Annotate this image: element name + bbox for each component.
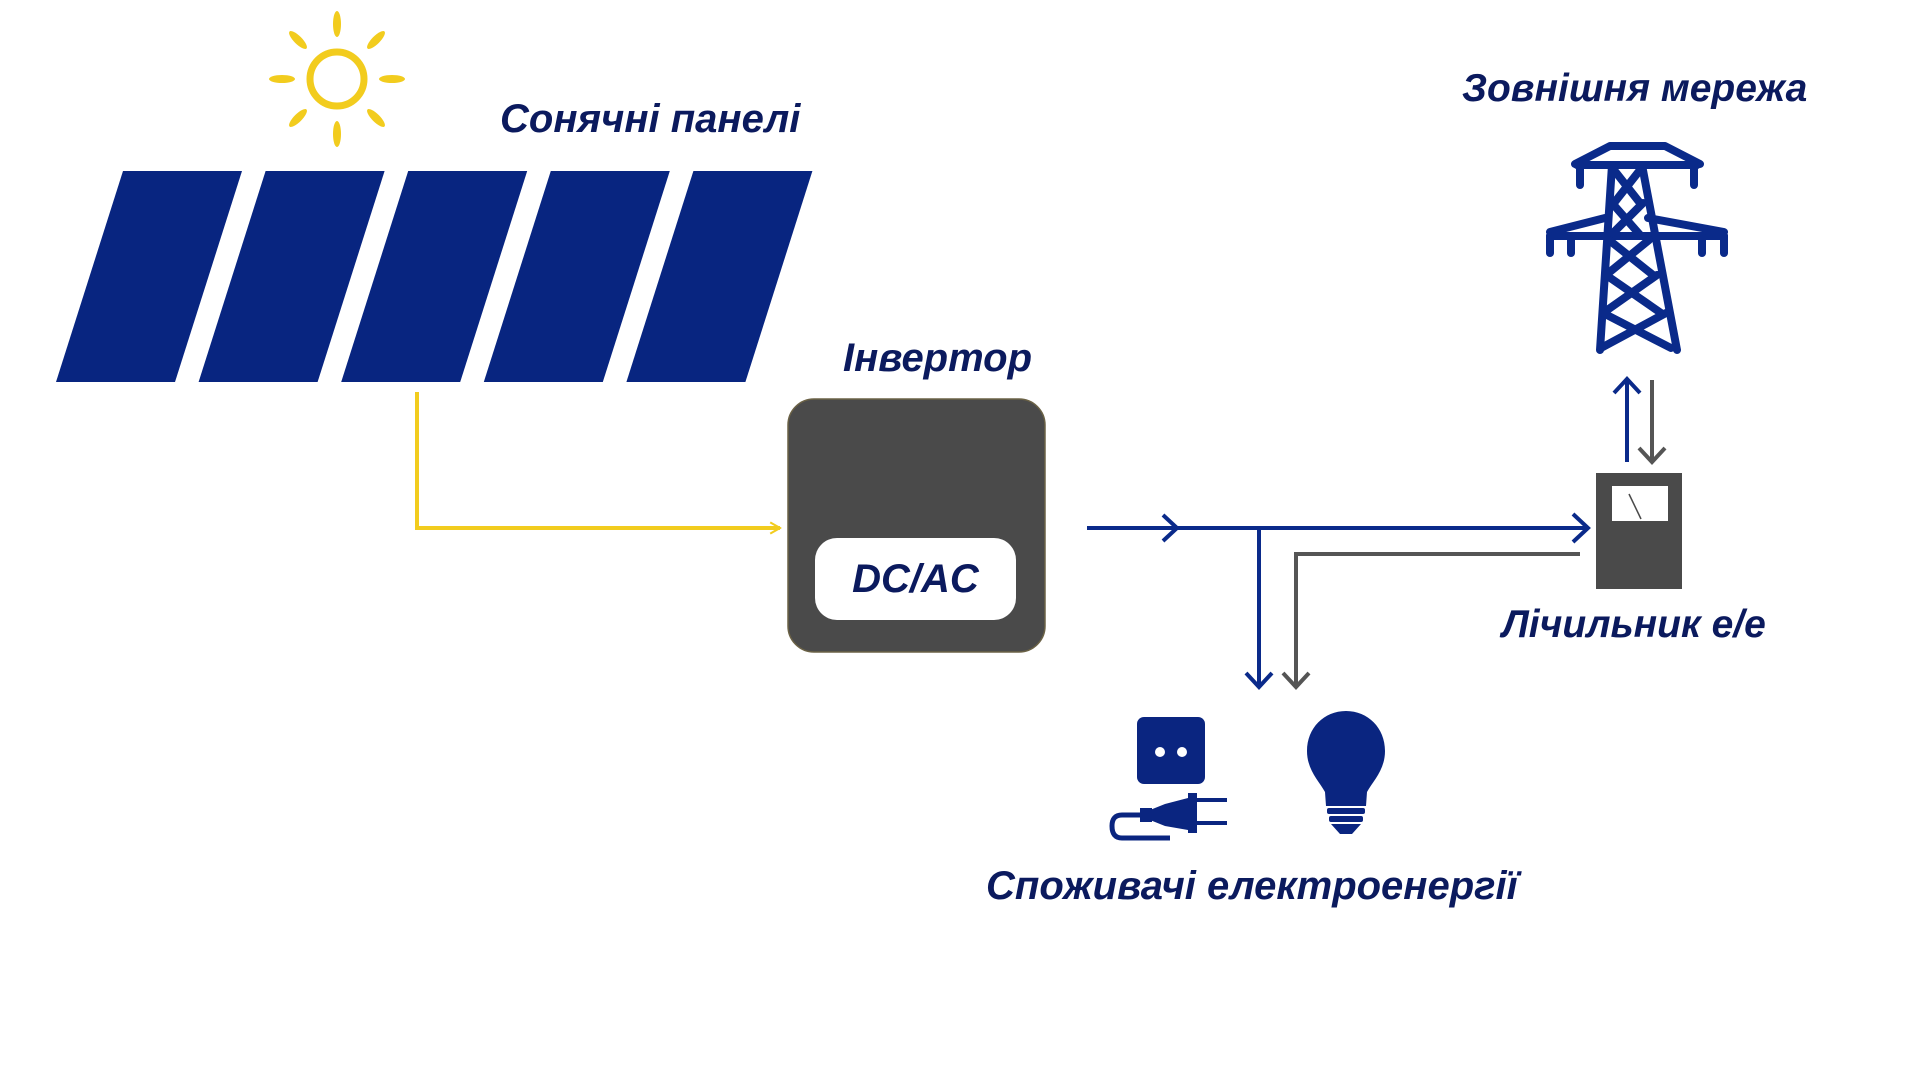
import-arrow xyxy=(1637,380,1667,465)
inverter-badge: DC/AC xyxy=(815,538,1016,620)
dc-flow-line xyxy=(415,392,780,528)
consumers-label: Споживачі електроенергії xyxy=(986,864,1518,908)
ac-to-consumers-line xyxy=(1244,528,1274,690)
sun-icon xyxy=(269,11,405,147)
power-tower-icon xyxy=(1546,142,1728,354)
light-bulb-icon xyxy=(1307,711,1385,834)
solar-panel xyxy=(483,171,670,382)
solar-panel xyxy=(56,171,242,382)
grid-label: Зовнішня мережа xyxy=(1462,67,1808,110)
power-socket-icon xyxy=(1137,717,1205,784)
solar-panel-icon xyxy=(56,171,813,382)
export-arrow xyxy=(1612,376,1642,462)
electricity-meter-icon xyxy=(1596,473,1682,589)
ac-flow-line xyxy=(1087,512,1591,544)
meter-label: Лічильник е/е xyxy=(1502,603,1766,646)
inverter-label: Інвертор xyxy=(843,336,1033,380)
power-plug-icon xyxy=(1109,793,1227,841)
grid-to-consumers-line xyxy=(1281,552,1580,690)
solar-panel xyxy=(198,171,385,382)
solar-panel xyxy=(626,171,813,382)
inverter-badge-text: DC/AC xyxy=(852,556,979,601)
solar-panel xyxy=(341,171,528,382)
solar-panels-label: Сонячні панелі xyxy=(500,97,801,141)
